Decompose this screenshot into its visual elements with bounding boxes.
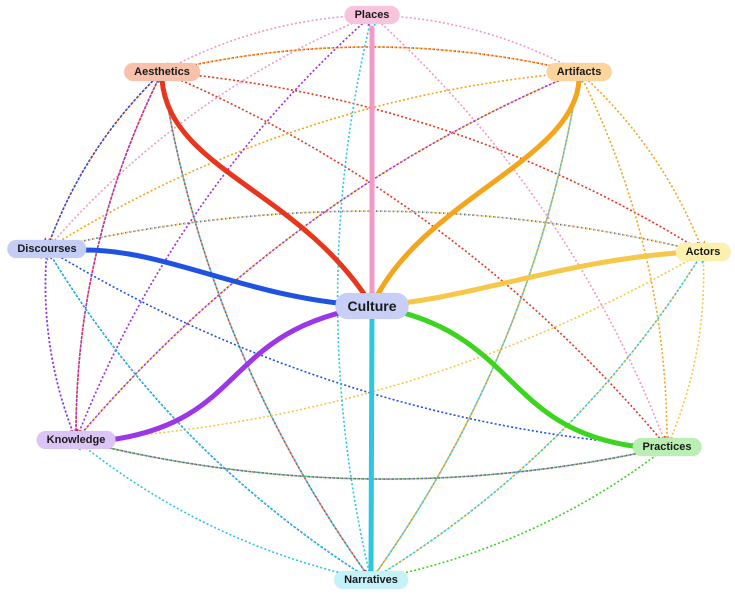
link-knowledge-to-discourses — [45, 249, 77, 441]
link-narratives-to-actors — [370, 252, 703, 581]
link-artifacts-to-narratives — [371, 71, 580, 580]
link-artifacts-to-discourses — [47, 71, 580, 249]
node-narratives[interactable]: Narratives — [334, 571, 408, 589]
link-places-to-practices — [371, 14, 667, 447]
node-knowledge[interactable]: Knowledge — [36, 431, 116, 449]
link-knowledge-to-places — [75, 15, 372, 441]
link-places-to-discourses — [47, 14, 373, 249]
link-knowledge-to-artifacts — [75, 72, 579, 441]
link-narratives-to-places — [336, 15, 372, 581]
spoke-culture-to-discourses — [82, 247, 375, 309]
link-aesthetics-to-actors — [161, 71, 703, 252]
link-actors-to-practices — [667, 251, 705, 447]
link-actors-to-knowledge — [76, 251, 704, 440]
spoke-culture-to-artifacts — [369, 77, 582, 309]
link-discourses-to-aesthetics — [46, 72, 162, 250]
link-discourses-to-knowledge — [44, 248, 76, 440]
node-places[interactable]: Places — [344, 6, 400, 24]
node-practices[interactable]: Practices — [632, 438, 702, 456]
link-artifacts-to-knowledge — [76, 71, 580, 440]
link-narratives-to-discourses — [47, 249, 372, 581]
node-discourses[interactable]: Discourses — [7, 240, 87, 258]
spoke-culture-to-narratives — [368, 303, 375, 573]
link-narratives-to-artifacts — [370, 72, 579, 581]
link-places-to-knowledge — [76, 14, 373, 440]
spoke-culture-to-actors — [369, 249, 693, 309]
spoke-culture-to-practices — [369, 303, 643, 450]
link-practices-to-narratives — [371, 446, 668, 580]
spoke-culture-to-aesthetics — [159, 77, 375, 309]
node-aesthetics[interactable]: Aesthetics — [124, 63, 200, 81]
link-actors-to-discourses — [47, 210, 704, 252]
node-actors[interactable]: Actors — [675, 243, 731, 261]
link-narratives-to-aesthetics — [162, 72, 372, 581]
link-discourses-to-practices — [46, 248, 667, 447]
link-artifacts-to-actors — [578, 71, 703, 252]
spoke-culture-to-knowledge — [107, 303, 375, 443]
node-culture[interactable]: Culture — [335, 293, 409, 319]
link-aesthetics-to-practices — [161, 71, 667, 447]
node-artifacts[interactable]: Artifacts — [546, 63, 612, 81]
link-narratives-to-knowledge — [76, 440, 372, 581]
link-discourses-to-narratives — [46, 248, 371, 580]
link-discourses-to-actors — [46, 210, 703, 252]
